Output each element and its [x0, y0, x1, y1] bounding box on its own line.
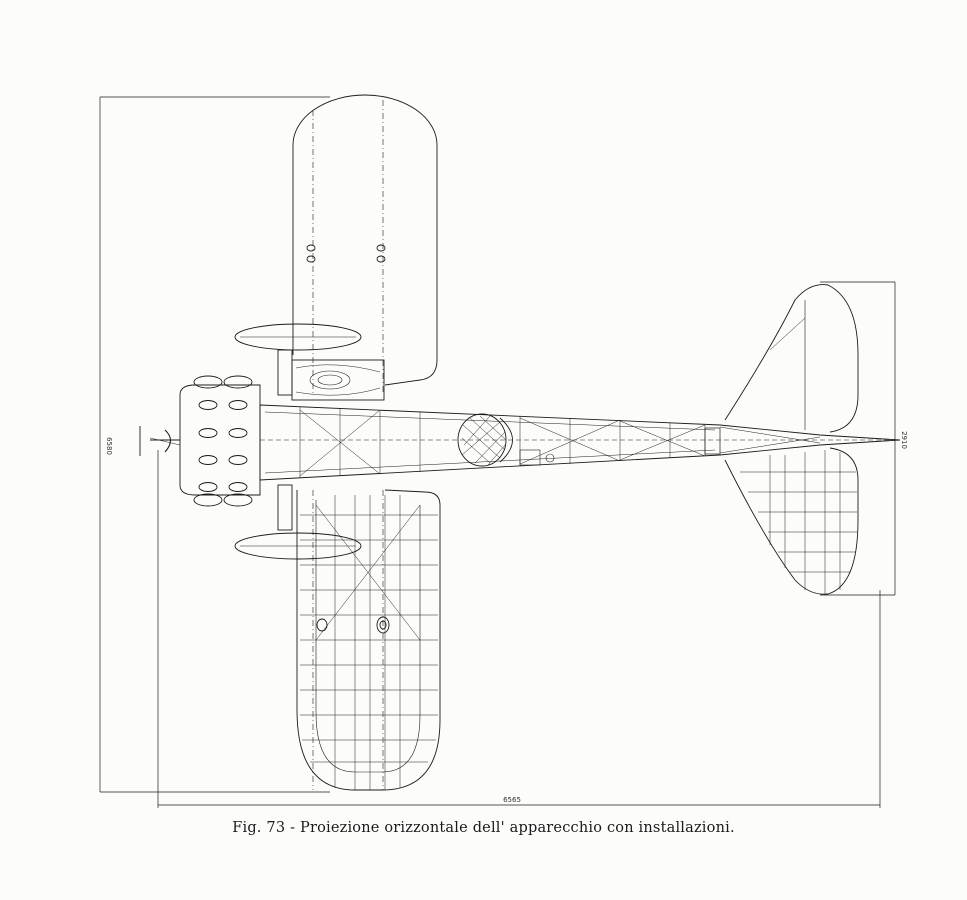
dimension-lines	[99, 96, 896, 808]
span-dimension-label: 6580	[105, 437, 113, 455]
fuselage	[259, 404, 901, 481]
landing-gear	[234, 323, 362, 560]
engine	[139, 375, 261, 507]
figure-caption: Fig. 73 - Proiezione orizzontale dell' a…	[232, 820, 735, 836]
length-dimension-label: 6565	[503, 796, 521, 804]
tail-span-dimension-label: 2910	[900, 431, 908, 449]
right-wing	[296, 489, 441, 791]
horizontal-stabilizer-upper	[724, 284, 859, 433]
horizontal-stabilizer-lower	[724, 447, 859, 595]
left-wing	[291, 94, 438, 401]
